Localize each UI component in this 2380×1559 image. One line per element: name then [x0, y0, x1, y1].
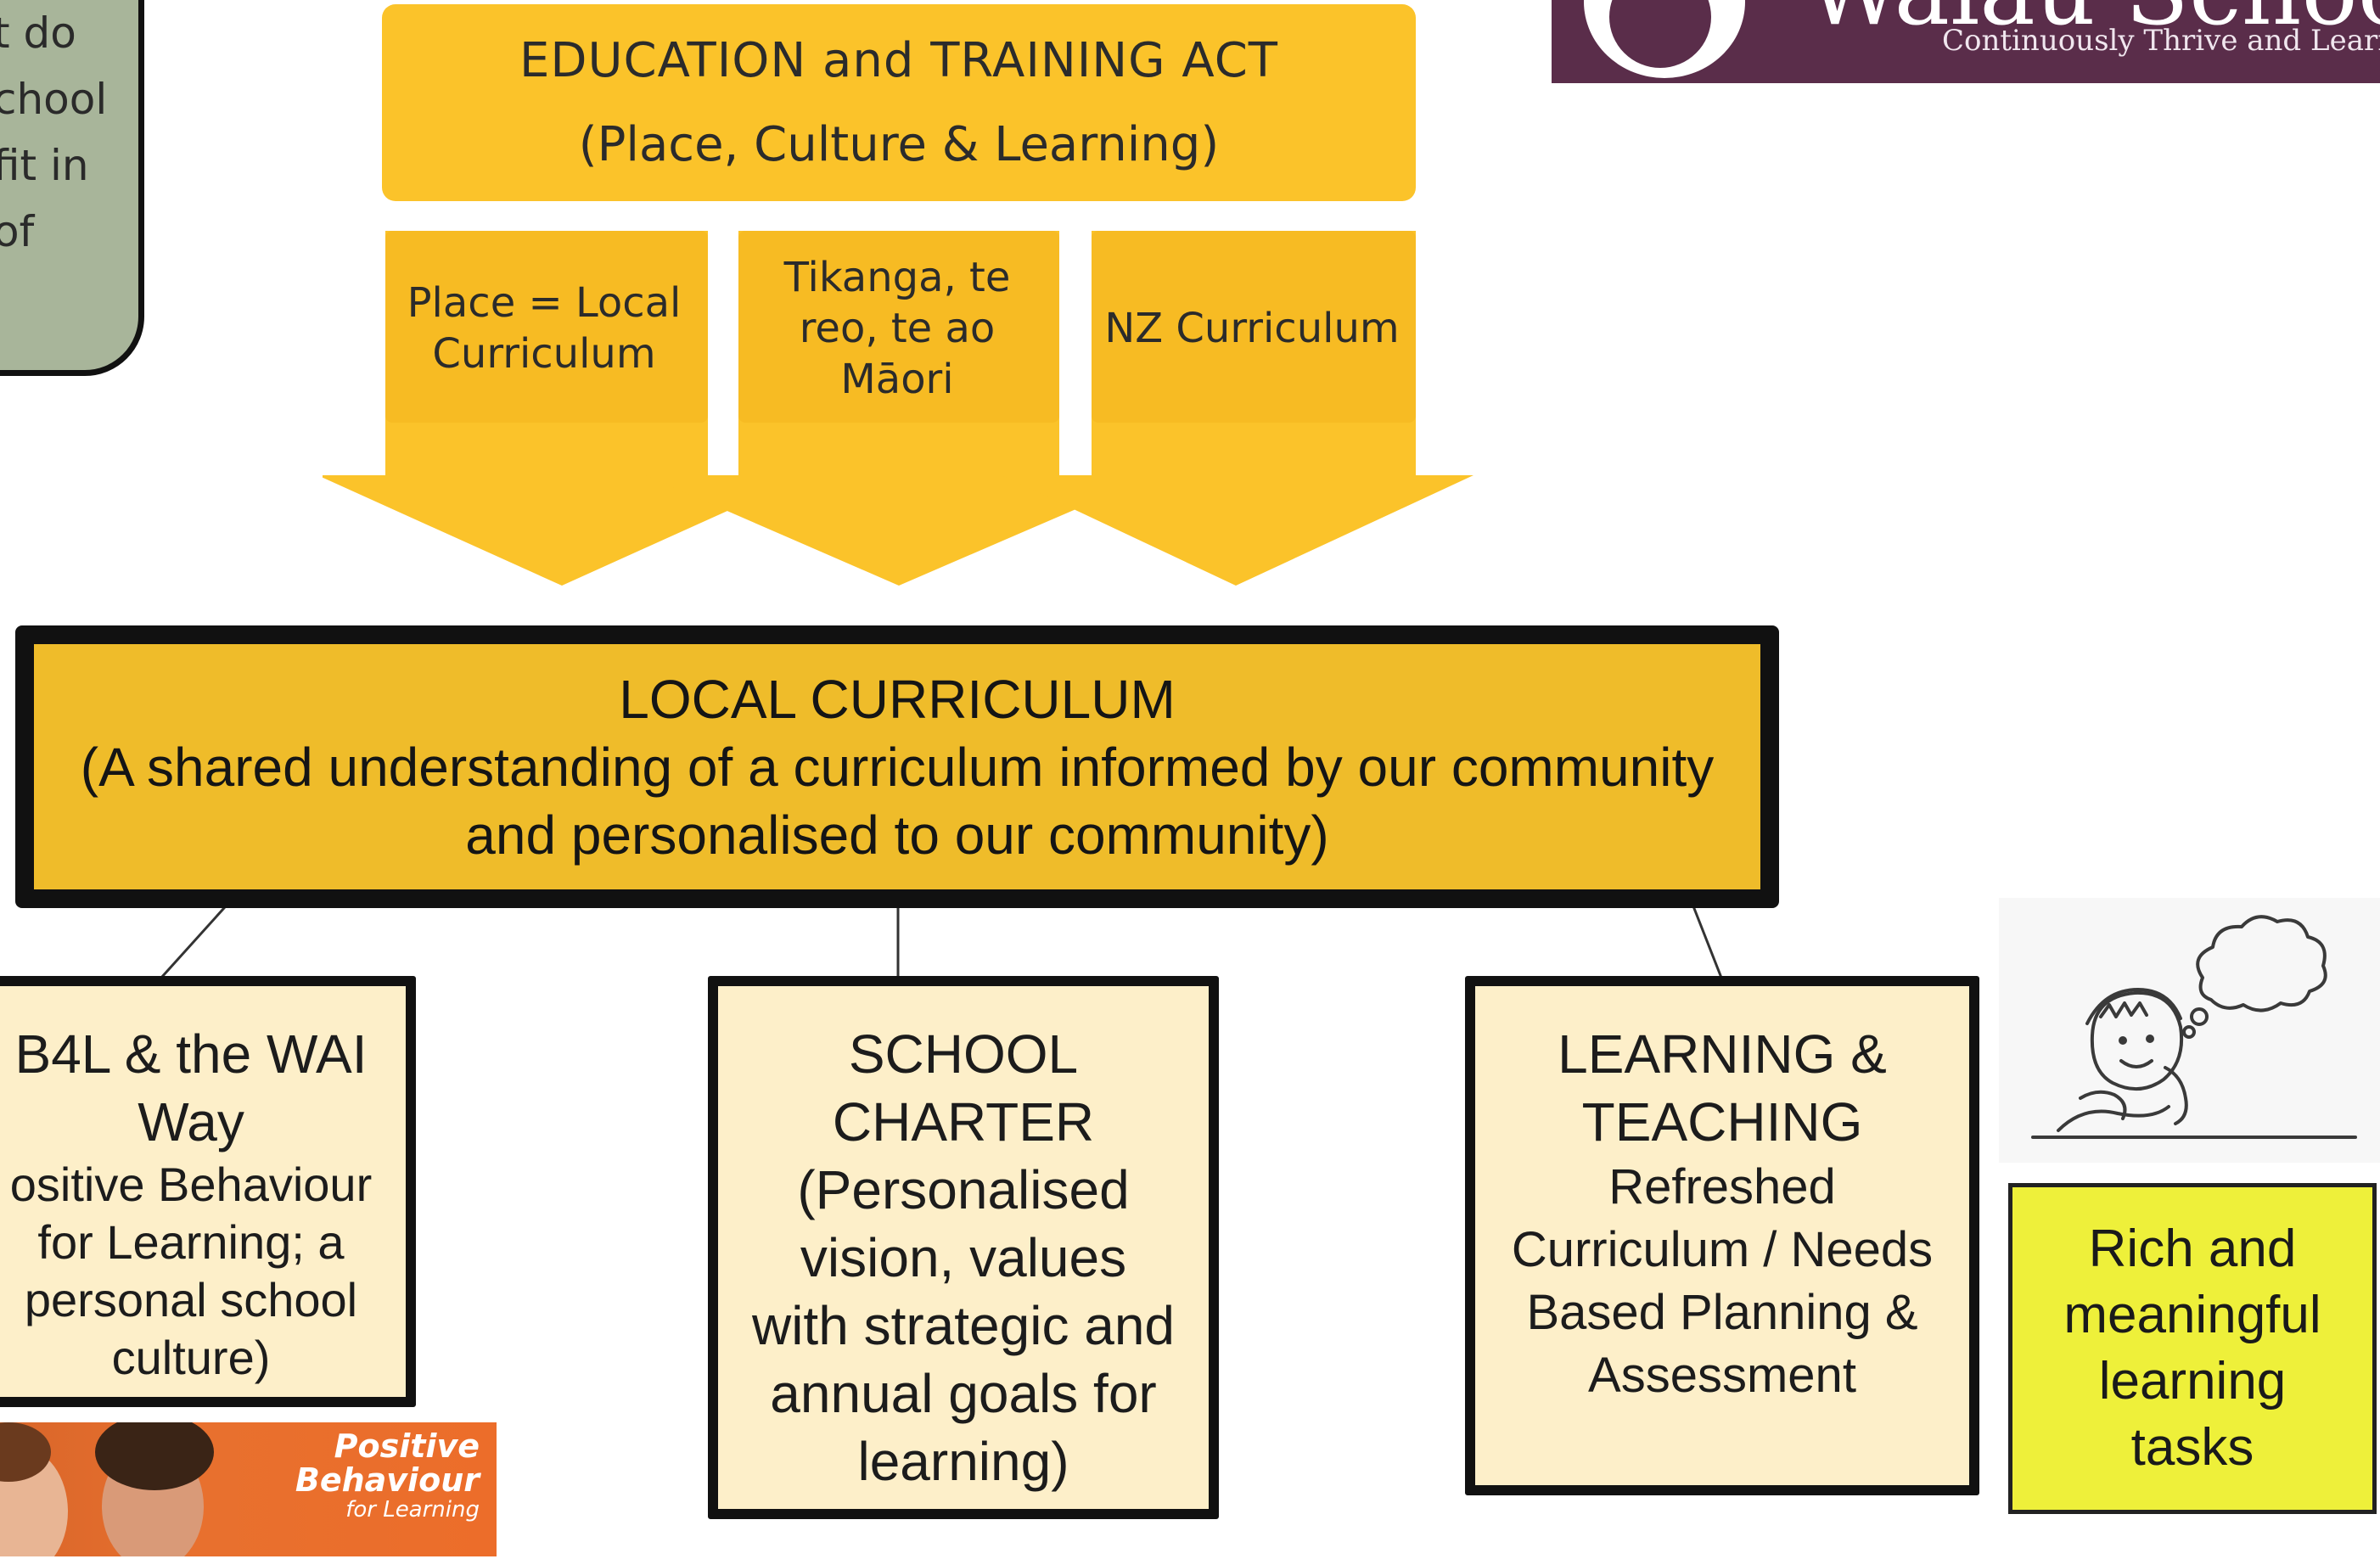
pb4l-line: for Learning [345, 1497, 480, 1523]
pb4l-wordmark: Positive Behaviour for Learning [295, 1429, 480, 1523]
b4l-body-line: for Learning; a [37, 1215, 345, 1269]
b4l-body-line: ositive Behaviour [9, 1158, 373, 1211]
pillar-line: Māori [840, 356, 954, 403]
rich-line: Rich and [2088, 1220, 2297, 1278]
rich-line: learning [2098, 1352, 2287, 1410]
lt-body-line: Refreshed [1608, 1159, 1836, 1214]
school-charter-box: SCHOOL CHARTER (Personalised vision, val… [708, 976, 1219, 1519]
pillar-line: Curriculum [432, 330, 656, 378]
charter-line: with strategic and [751, 1295, 1176, 1356]
local-curriculum-box: LOCAL CURRICULUM (A shared understanding… [15, 625, 1779, 908]
pillar-local-curriculum: Place = Local Curriculum [382, 231, 706, 426]
charter-line: CHARTER [832, 1091, 1095, 1152]
b4l-body-line: personal school [24, 1273, 358, 1326]
b4l-title: Way [138, 1091, 244, 1152]
rich-line: meaningful [2063, 1286, 2321, 1344]
callout-line: fit in [0, 141, 89, 190]
logo-tagline: Continuously Thrive and Learn [1942, 24, 2380, 58]
charter-line: vision, values [800, 1227, 1127, 1288]
arrow-shapes [323, 231, 1473, 586]
charter-line: annual goals for [770, 1363, 1157, 1424]
act-subtitle: (Place, Culture & Learning) [578, 117, 1220, 172]
local-curriculum-line: and personalised to our community) [465, 804, 1329, 866]
pillar-line: Place = Local [407, 279, 682, 327]
lt-title: TEACHING [1581, 1091, 1863, 1152]
local-curriculum-title: LOCAL CURRICULUM [619, 668, 1176, 730]
charter-line: learning) [857, 1431, 1069, 1492]
act-title: EDUCATION and TRAINING ACT [519, 33, 1278, 88]
b4l-box: B4L & the WAI Way ositive Behaviour for … [0, 976, 416, 1407]
b4l-title: B4L & the WAI [14, 1023, 368, 1085]
rich-tasks-box: Rich and meaningful learning tasks [2008, 1183, 2377, 1514]
local-curriculum-line: (A shared understanding of a curriculum … [80, 736, 1715, 798]
callout-line: of [0, 207, 35, 256]
lt-title: LEARNING & [1558, 1023, 1887, 1085]
pillar-line: NZ Curriculum [1104, 305, 1400, 352]
act-banner: EDUCATION and TRAINING ACT (Place, Cultu… [382, 4, 1416, 201]
logo-name: Waiau School [1806, 0, 2380, 46]
charter-line: SCHOOL [848, 1023, 1079, 1085]
callout-line: t do [0, 8, 76, 58]
lt-body-line: Assessment [1588, 1348, 1856, 1403]
lt-body-line: Curriculum / Needs [1511, 1222, 1934, 1277]
pb4l-line: Behaviour [295, 1461, 480, 1499]
callout-text: t do chool fit in of [0, 0, 142, 265]
pillar-line: Tikanga, te [783, 254, 1011, 301]
pillar-tikanga: Tikanga, te reo, te ao Māori [735, 231, 1059, 426]
pillar-line: reo, te ao [799, 305, 996, 352]
pb4l-line: Positive [334, 1427, 480, 1465]
thinking-boy-illustration [1999, 898, 2380, 1163]
pillar-nz-curriculum: NZ Curriculum [1090, 231, 1414, 426]
lt-body-line: Based Planning & [1526, 1285, 1918, 1340]
thinking-boy-icon [2031, 915, 2357, 1139]
callout-line: chool [0, 75, 108, 124]
charter-line: (Personalised [797, 1159, 1130, 1220]
rich-line: tasks [2130, 1418, 2254, 1477]
pb4l-banner-image: Positive Behaviour for Learning [0, 1422, 497, 1556]
school-logo-banner: Waiau School Continuously Thrive and Lea… [1552, 0, 2380, 83]
b4l-body-line: culture) [111, 1331, 271, 1384]
learning-teaching-box: LEARNING & TEACHING Refreshed Curriculum… [1465, 976, 1979, 1495]
student-photo [95, 1422, 214, 1490]
callout-box [0, 0, 144, 376]
